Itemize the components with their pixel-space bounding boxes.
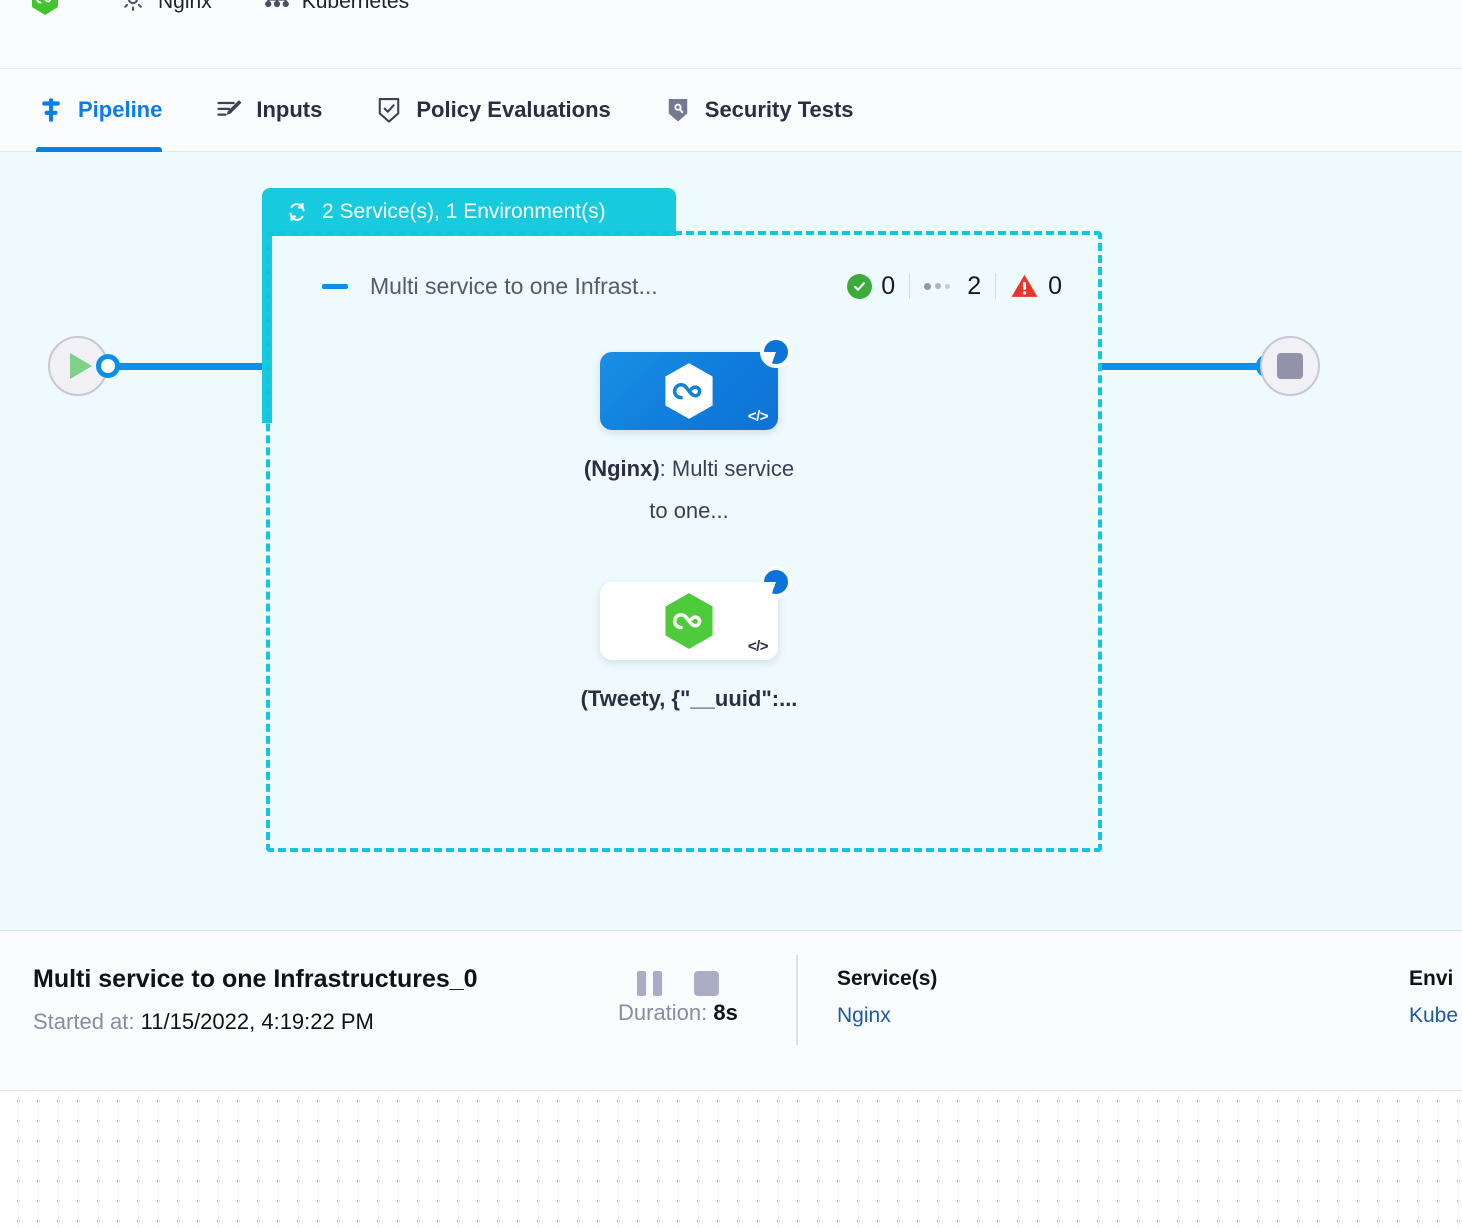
duration: Duration: 8s (618, 1000, 738, 1026)
count-running: 2 (910, 272, 995, 301)
breadcrumb-item-nginx-label: Nginx (158, 0, 212, 13)
page-title: Multi service to one Infrastructures_0 (33, 965, 478, 993)
gear-icon (118, 0, 148, 20)
inputs-wand-icon (214, 95, 244, 125)
step-nginx-card[interactable]: </> (600, 336, 792, 430)
tab-pipeline-label: Pipeline (78, 97, 163, 122)
detail-divider (796, 955, 798, 1045)
step-tweety-label: (Tweety, {"__uuid":... (579, 678, 799, 720)
environments-column: Envi Kube (1409, 967, 1458, 1028)
step-tweety-card[interactable]: </> (600, 566, 792, 660)
started-at-value: 11/15/2022, 4:19:22 PM (140, 1009, 374, 1034)
step-tweety-label-bold: (Tweety, {"__uuid":... (580, 686, 798, 711)
count-warning-value: 0 (1048, 271, 1062, 300)
count-warning: 0 (996, 272, 1062, 301)
play-icon (70, 353, 92, 379)
services-value[interactable]: Nginx (837, 1004, 891, 1027)
count-divider-1 (909, 273, 911, 299)
stage-header: Multi service to one Infrast... 0 2 (322, 265, 1062, 307)
pipeline-canvas[interactable]: 2 Service(s), 1 Environment(s) Multi ser… (0, 152, 1462, 930)
duration-value: 8s (713, 1000, 738, 1025)
tab-security-tests-label: Security Tests (704, 97, 854, 122)
tab-bar: Pipeline Inputs Policy Evaluations (0, 69, 1462, 152)
stage-title: Multi service to one Infrast... (370, 272, 658, 299)
step-tweety[interactable]: </> (Tweety, {"__uuid":... (581, 566, 797, 720)
breadcrumb-item-kubernetes-label: Kubernetes (301, 0, 410, 13)
started-at: Started at: 11/15/2022, 4:19:22 PM (33, 1009, 374, 1035)
tab-inputs[interactable]: Inputs (214, 69, 344, 152)
count-success-value: 0 (881, 271, 896, 300)
tab-pipeline[interactable]: Pipeline (36, 69, 184, 152)
warning-triangle-icon (1010, 273, 1039, 299)
code-badge: </> (747, 408, 769, 425)
connector-wire-right (1098, 363, 1260, 370)
step-nginx-label-bold: (Nginx) (583, 456, 660, 481)
connector-wire-left (116, 363, 264, 370)
stop-square-icon (1277, 353, 1303, 379)
environments-label: Envi (1409, 967, 1454, 990)
breadcrumb-item-kubernetes[interactable]: Kubernetes (226, 0, 423, 20)
tab-inputs-label: Inputs (256, 97, 323, 122)
minus-collapse-icon[interactable] (322, 283, 348, 289)
policy-shield-check-icon (374, 95, 404, 125)
group-badge[interactable]: 2 Service(s), 1 Environment(s) (262, 188, 676, 236)
canvas-grid-footer (0, 1090, 1462, 1228)
execution-detail-panel: Multi service to one Infrastructures_0 S… (0, 930, 1462, 1090)
count-divider-2 (995, 273, 997, 299)
step-nginx[interactable]: </> (Nginx): Multi service to one... (584, 336, 794, 532)
count-success: 0 (847, 272, 909, 301)
green-hexagon-service-icon (30, 0, 60, 22)
breadcrumb-item-service[interactable] (30, 0, 84, 22)
spinner-running-icon (760, 336, 792, 368)
count-running-value: 2 (967, 271, 982, 300)
code-badge: </> (747, 638, 769, 655)
breadcrumb-item-nginx[interactable]: Nginx (84, 0, 226, 20)
services-column: Service(s) Nginx (837, 967, 937, 1028)
loop-repeat-icon (284, 199, 310, 225)
execution-controls: Duration: 8s (618, 971, 738, 1026)
spinner-running-icon (760, 566, 792, 598)
success-check-icon (847, 273, 873, 299)
environments-value[interactable]: Kube (1409, 1004, 1459, 1027)
tab-security-tests[interactable]: Security Tests (663, 69, 876, 152)
breadcrumb-bar: Nginx Kubernetes (0, 0, 1462, 69)
hexagon-infinity-icon (661, 361, 717, 421)
stage-status-counts: 0 2 0 (847, 272, 1062, 301)
breadcrumb: Nginx Kubernetes (30, 0, 423, 22)
end-node[interactable] (1260, 336, 1320, 396)
hexagon-infinity-green-icon (661, 591, 717, 651)
infrastructure-node-icon (262, 0, 292, 20)
tab-policy-evaluations[interactable]: Policy Evaluations (374, 69, 632, 152)
group-badge-label: 2 Service(s), 1 Environment(s) (322, 200, 606, 223)
pause-icon[interactable] (636, 971, 662, 996)
step-nginx-label: (Nginx): Multi service to one... (579, 448, 799, 532)
security-shield-icon (663, 95, 693, 125)
running-dots-icon (924, 282, 958, 290)
pipeline-icon (36, 95, 66, 125)
started-at-label: Started at: (33, 1009, 135, 1034)
tab-policy-evaluations-label: Policy Evaluations (416, 97, 611, 122)
stop-icon[interactable] (693, 971, 719, 996)
step-nginx-label-rest: : Multi service to one... (649, 456, 795, 523)
duration-label: Duration: (618, 1000, 708, 1025)
services-label: Service(s) (837, 967, 938, 990)
group-container (266, 231, 1102, 852)
